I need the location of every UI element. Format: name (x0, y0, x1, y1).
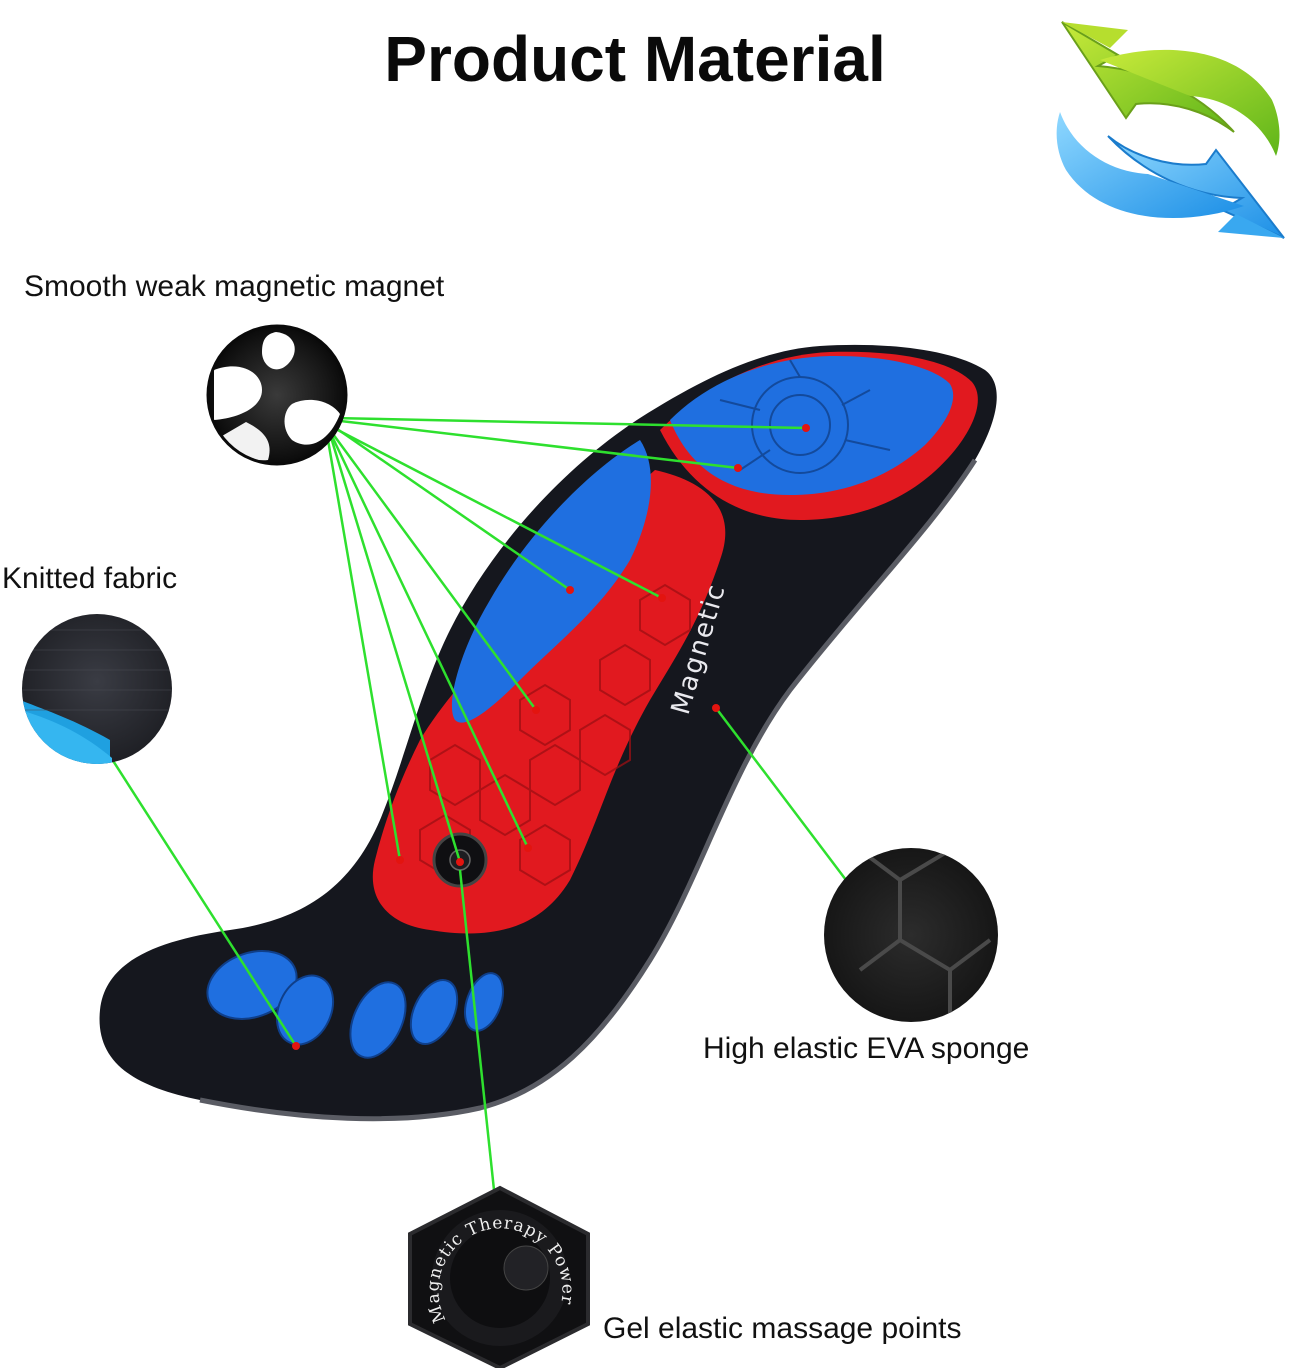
gel-magnet-hexagon: Magnetic Therapy Power (408, 1185, 590, 1368)
marker-dots (292, 424, 810, 1050)
leader-lines (108, 416, 847, 1191)
eva-sponge-swatch (824, 848, 998, 1022)
insole: Magnetic (99, 344, 997, 1122)
refresh-arrows-icon (1056, 21, 1285, 239)
page-title: Product Material (384, 23, 886, 95)
label-eva-sponge: High elastic EVA sponge (703, 1032, 1030, 1065)
label-fabric: Knitted fabric (2, 562, 178, 595)
label-magnet: Smooth weak magnetic magnet (24, 270, 445, 303)
label-gel-points: Gel elastic massage points (603, 1312, 962, 1345)
fabric-swatch (22, 614, 172, 764)
magnet-swatch (206, 324, 348, 466)
